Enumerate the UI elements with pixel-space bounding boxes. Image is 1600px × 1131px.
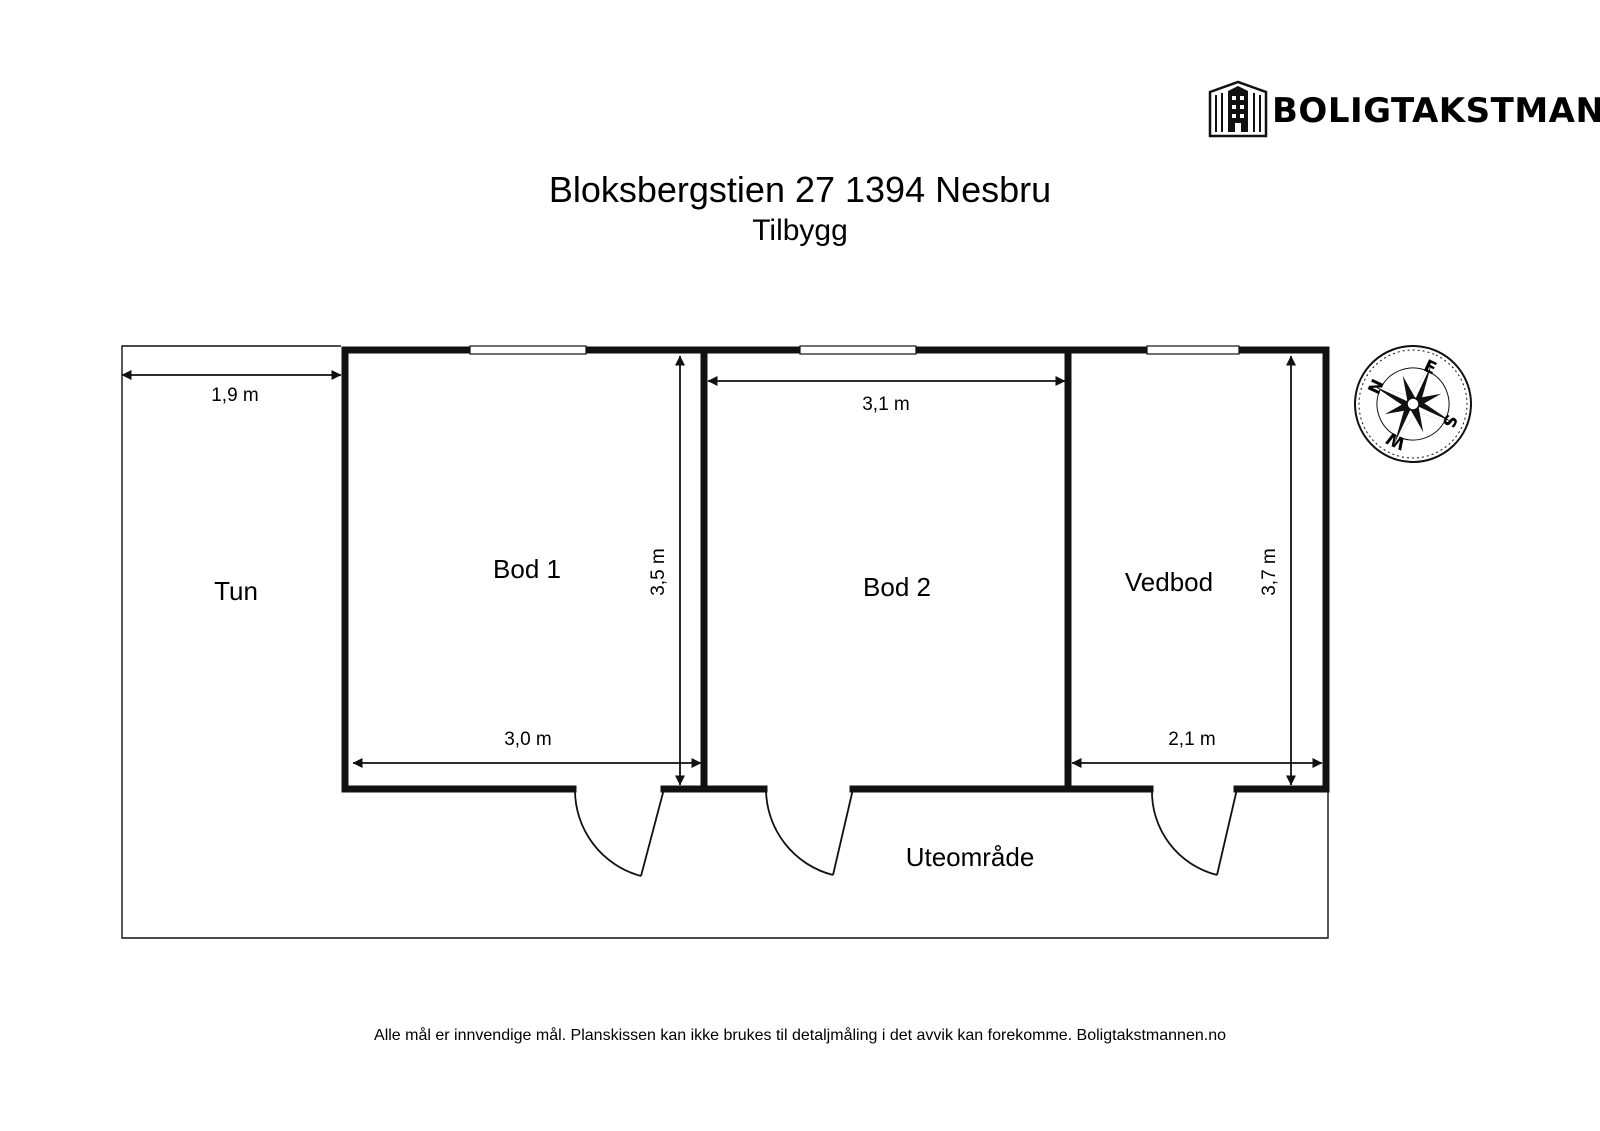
compass-label-n: N (1365, 376, 1389, 397)
room-label-tun: Tun (214, 576, 258, 606)
room-label-uteomrade: Uteområde (906, 842, 1035, 872)
window-vedbod (1146, 345, 1240, 355)
door-bod1 (574, 788, 665, 877)
brand-name: BOLIGTAKSTMANNEN (1272, 91, 1600, 131)
dim-label-vedbod-width: 2,1 m (1168, 729, 1216, 750)
page-subtitle: Tilbygg (752, 214, 848, 247)
compass-label-s: S (1438, 411, 1461, 431)
dim-label-bod1-depth: 3,5 m (648, 548, 669, 596)
door-vedbod (1151, 788, 1238, 876)
window-bod1 (469, 345, 587, 355)
room-label-vedbod: Vedbod (1125, 567, 1213, 597)
dim-label-bod1-width: 3,0 m (504, 729, 552, 750)
compass-label-w: W (1383, 427, 1409, 453)
window-bod2 (799, 345, 917, 355)
outdoor-area-outline (121, 345, 1329, 939)
brand-logo: BOLIGTAKSTMANNEN (1208, 80, 1600, 138)
room-label-bod1: Bod 1 (493, 554, 561, 584)
compass-label-e: E (1420, 356, 1439, 379)
building-icon (1208, 80, 1268, 138)
footer-disclaimer: Alle mål er innvendige mål. Planskissen … (374, 1026, 1226, 1044)
compass-icon: N E S W (1354, 345, 1472, 463)
dim-label-bod2-width: 3,1 m (862, 394, 910, 415)
room-label-bod2: Bod 2 (863, 572, 931, 602)
page-title: Bloksbergstien 27 1394 Nesbru (549, 169, 1051, 210)
dim-label-tun-width: 1,9 m (211, 385, 259, 406)
dim-label-vedbod-depth: 3,7 m (1259, 548, 1280, 596)
door-bod2 (765, 788, 854, 876)
